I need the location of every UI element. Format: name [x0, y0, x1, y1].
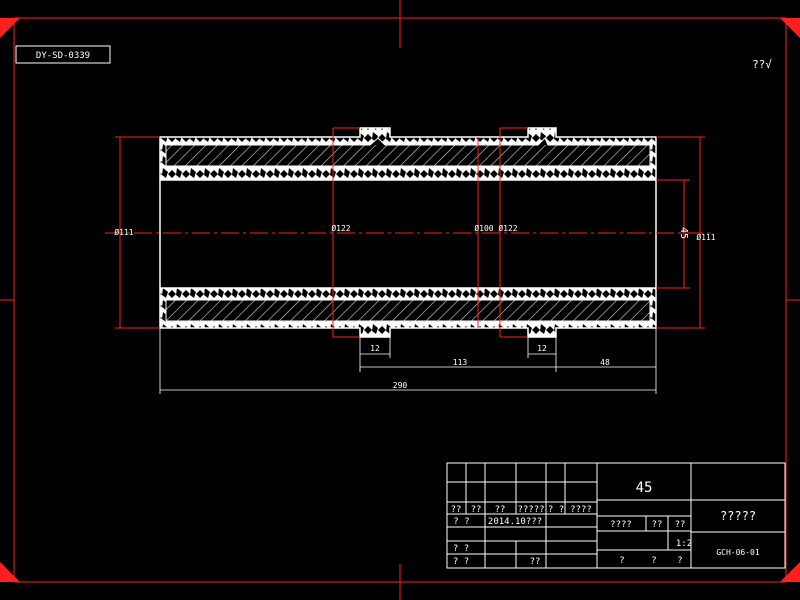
- stage-label: ????: [610, 520, 632, 530]
- part-code: GCH-06-01: [716, 548, 760, 557]
- dim-dia-left: Ø111: [114, 227, 133, 237]
- diameter-labels: Ø111 Ø122 Ø100 Ø122 Ø111 45: [114, 223, 715, 242]
- drawing-code: DY-SD-0339: [36, 51, 90, 61]
- dim-dia-right: Ø111: [696, 232, 715, 242]
- part-name: ?????: [720, 509, 756, 523]
- sheet-right: ?: [651, 556, 656, 566]
- roughness-note: ??√: [752, 58, 772, 71]
- design-cell-2: ?: [464, 517, 469, 527]
- dim-bore-depth: 45: [678, 227, 689, 239]
- dim-dia-inner: Ø100: [474, 223, 493, 233]
- material: 45: [636, 480, 653, 496]
- header-cell-3: ??: [495, 505, 506, 515]
- corner-mark-bottom-right: [780, 562, 800, 582]
- corner-mark-top-right: [780, 18, 800, 38]
- design-date: 2014.10???: [488, 517, 542, 527]
- title-block: [446, 462, 786, 569]
- corner-mark-bottom-left: [0, 562, 20, 582]
- dim-dia-groove-right: Ø122: [498, 223, 517, 233]
- header-cell-6: ????: [570, 505, 592, 515]
- header-cell-4: ?????: [517, 505, 544, 515]
- weight-label: ??: [652, 520, 663, 530]
- scale-label: ??: [675, 520, 686, 530]
- dim-groove-spacing: 113: [453, 358, 468, 367]
- length-labels: 12 12 113 48 290: [370, 344, 610, 390]
- sheet-left: ?: [619, 556, 624, 566]
- corner-mark-top-left: [0, 18, 20, 38]
- title-block-text: 45 ????? GCH-06-01 1:2 ???? ?? ?? ? ? ? …: [451, 480, 760, 567]
- approve-cell: ? ?: [453, 557, 469, 567]
- dim-dia-groove-left: Ø122: [331, 223, 350, 233]
- approve-cell-2: ??: [530, 557, 541, 567]
- check-cell: ? ?: [453, 544, 469, 554]
- dim-right-offset: 48: [600, 358, 610, 367]
- diameter-dimensions: [115, 127, 705, 338]
- header-cell-2: ??: [471, 505, 482, 515]
- dim-overall-length: 290: [393, 381, 408, 390]
- dim-groove-width-right: 12: [537, 344, 547, 353]
- dim-groove-width-left: 12: [370, 344, 380, 353]
- sheet-total: ?: [677, 556, 682, 566]
- scale-value: 1:2: [676, 539, 692, 549]
- design-cell-1: ?: [453, 517, 458, 527]
- roller-section: [159, 127, 657, 338]
- drawing-code-box: DY-SD-0339: [15, 45, 111, 64]
- header-cell-1: ??: [451, 505, 462, 515]
- length-dimensions: [159, 328, 657, 394]
- header-cell-5: ? ?: [548, 505, 564, 515]
